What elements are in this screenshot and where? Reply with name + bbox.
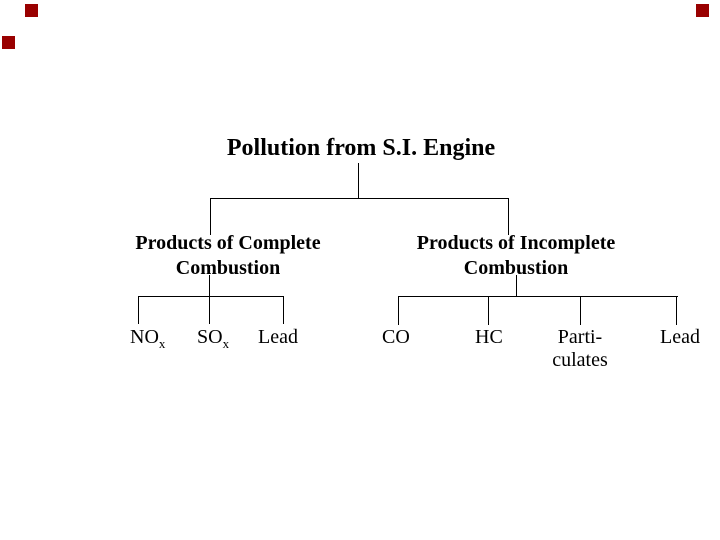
- leaf-label-text: Lead: [660, 326, 700, 348]
- red-square-marker: [696, 4, 709, 17]
- connector-line: [516, 275, 517, 296]
- leaf-label-text: HC: [475, 326, 503, 348]
- red-square-marker: [25, 4, 38, 17]
- connector-line: [398, 296, 678, 297]
- branch-label-line: Products of Complete: [135, 232, 321, 254]
- leaf-label-text: SO: [197, 326, 223, 348]
- connector-line: [580, 296, 581, 325]
- leaf-label-particulates: Parti- culates: [530, 326, 630, 372]
- connector-line: [398, 296, 399, 325]
- connector-line: [283, 296, 284, 324]
- leaf-label-text: culates: [552, 349, 608, 371]
- branch-label-line: Combustion: [463, 257, 569, 279]
- connector-line: [138, 296, 284, 297]
- leaf-label-nox: NOx: [130, 326, 166, 351]
- connector-line: [358, 163, 359, 198]
- leaf-label-lead: Lead: [258, 326, 298, 349]
- leaf-label-sox: SOx: [197, 326, 230, 351]
- branch-label-line: Products of Incomplete: [416, 232, 616, 254]
- connector-line: [210, 198, 211, 235]
- diagram-title: Pollution from S.I. Engine: [226, 135, 496, 161]
- connector-line: [488, 296, 489, 325]
- leaf-label-subscript: x: [222, 336, 230, 351]
- connector-line: [209, 296, 210, 324]
- leaf-label-text: Parti-: [557, 326, 603, 348]
- leaf-label-text: CO: [382, 326, 410, 348]
- connector-line: [508, 198, 509, 235]
- leaf-label-subscript: x: [158, 336, 166, 351]
- connector-line: [138, 296, 139, 324]
- leaf-label-lead: Lead: [660, 326, 700, 349]
- connector-line: [210, 198, 509, 199]
- leaf-label-text: NO: [130, 326, 159, 348]
- leaf-label-co: CO: [382, 326, 410, 349]
- leaf-label-hc: HC: [475, 326, 503, 349]
- branch-label-line: Combustion: [175, 257, 281, 279]
- leaf-label-text: Lead: [258, 326, 298, 348]
- branch-label-complete-combustion: Products of Complete Combustion: [98, 231, 358, 281]
- branch-label-incomplete-combustion: Products of Incomplete Combustion: [386, 231, 646, 281]
- red-square-marker: [2, 36, 15, 49]
- connector-line: [209, 275, 210, 296]
- connector-line: [676, 296, 677, 325]
